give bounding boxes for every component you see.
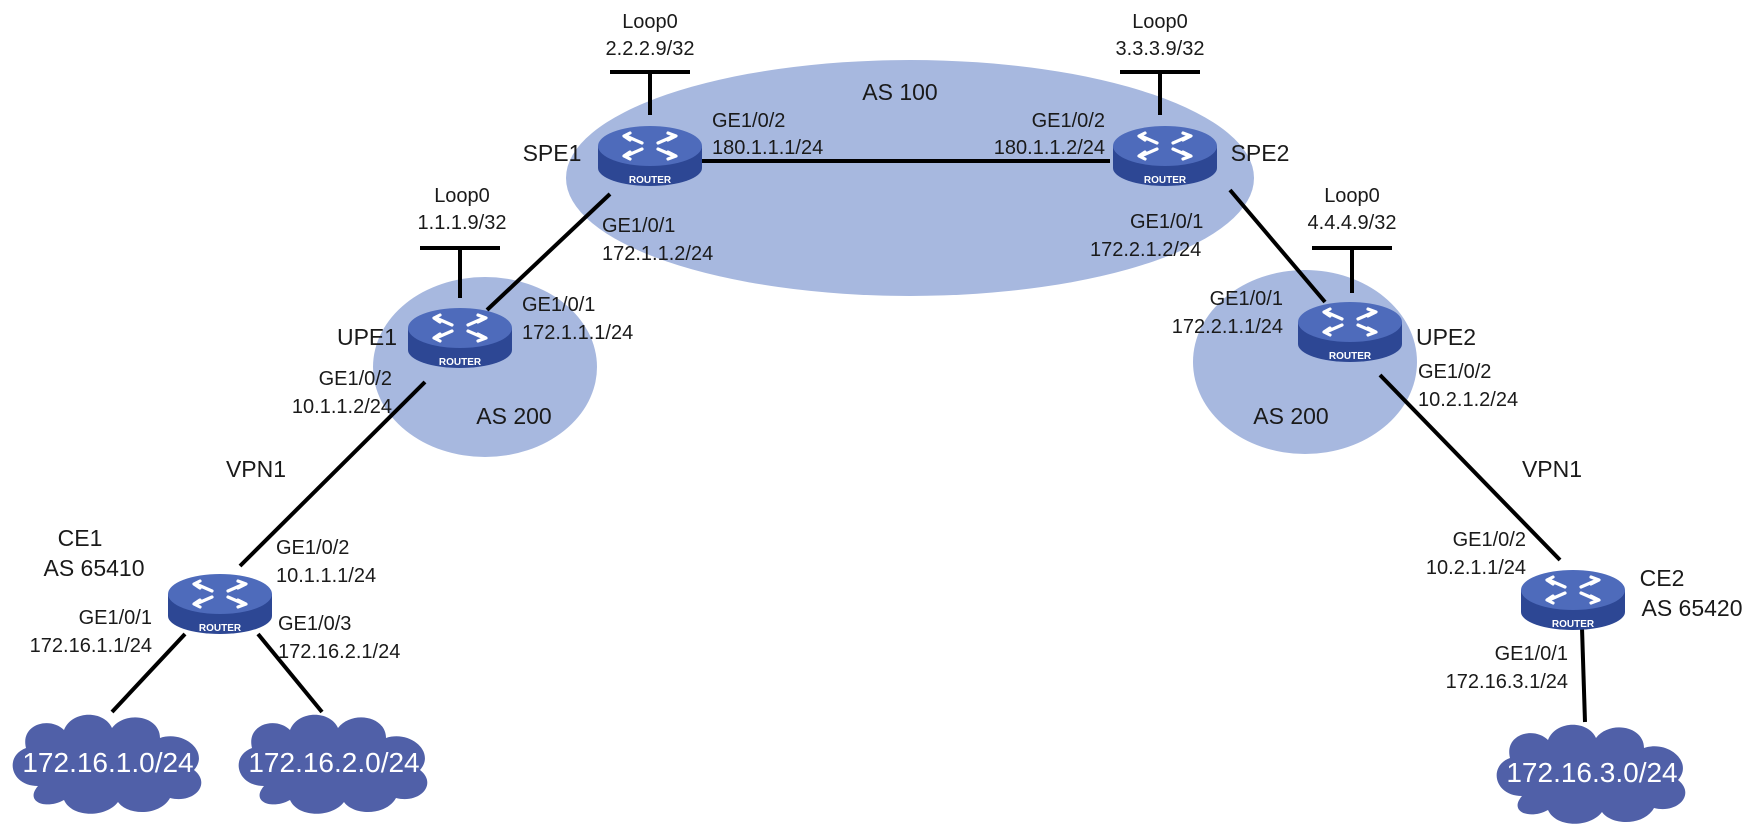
iface-ce2-ge102-ip: 10.2.1.1/24 — [1426, 557, 1526, 579]
iface-ce1-ge102-ip: 10.1.1.1/24 — [276, 565, 376, 587]
loopback-upe2-address: 4.4.4.9/32 — [1308, 212, 1397, 234]
iface-spe2-ge102-port: GE1/0/2 — [1032, 110, 1105, 132]
link-spe1-upe1 — [485, 192, 612, 312]
loopback-spe2-address: 3.3.3.9/32 — [1116, 38, 1205, 60]
svg-text:172.16.3.0/24: 172.16.3.0/24 — [1506, 757, 1677, 788]
loopback-upe2-label: Loop0 — [1324, 185, 1380, 207]
router-ce1-icon[interactable]: ROUTER — [166, 572, 274, 636]
router-ce2-icon[interactable]: ROUTER — [1519, 568, 1627, 632]
iface-ce1-ge103-port: GE1/0/3 — [278, 613, 351, 635]
router-name-upe1: UPE1 — [337, 324, 397, 350]
svg-text:ROUTER: ROUTER — [439, 357, 482, 368]
link-upe2-ce2 — [1378, 373, 1562, 562]
iface-upe2-ge102-port: GE1/0/2 — [1418, 361, 1491, 383]
as100-region — [566, 60, 1254, 296]
router-upe2-icon[interactable]: ROUTER — [1296, 300, 1404, 364]
router-name-spe1: SPE1 — [523, 140, 582, 166]
iface-spe1-ge102-ip: 180.1.1.1/24 — [712, 137, 823, 159]
iface-ce2-ge102-port: GE1/0/2 — [1453, 529, 1526, 551]
router-as-ce1: AS 65410 — [43, 555, 144, 581]
router-spe1-icon[interactable]: ROUTER — [596, 124, 704, 188]
iface-spe1-ge102-port: GE1/0/2 — [712, 110, 785, 132]
iface-spe2-ge101-port: GE1/0/1 — [1130, 211, 1203, 233]
iface-upe2-ge102-ip: 10.2.1.2/24 — [1418, 389, 1518, 411]
link-upe1-ce1 — [238, 380, 427, 568]
iface-spe1-ge101-port: GE1/0/1 — [602, 215, 675, 237]
svg-text:172.16.1.0/24: 172.16.1.0/24 — [22, 747, 193, 778]
iface-upe2-ge101-ip: 172.2.1.1/24 — [1172, 316, 1283, 338]
svg-text:ROUTER: ROUTER — [1552, 619, 1595, 630]
iface-ce2-ge101-ip: 172.16.3.1/24 — [1446, 671, 1568, 693]
loopback-spe1-address: 2.2.2.9/32 — [606, 38, 695, 60]
router-name-ce2: CE2 — [1640, 565, 1685, 591]
iface-spe1-ge101-ip: 172.1.1.2/24 — [602, 243, 713, 265]
vpn-right-label: VPN1 — [1522, 456, 1582, 482]
iface-upe1-ge101-ip: 172.1.1.1/24 — [522, 322, 633, 344]
loopback-spe1-label: Loop0 — [622, 11, 678, 33]
iface-ce1-ge101-port: GE1/0/1 — [79, 607, 152, 629]
as200-left-label: AS 200 — [476, 403, 551, 429]
iface-ce1-ge103-ip: 172.16.2.1/24 — [278, 641, 400, 663]
svg-text:ROUTER: ROUTER — [629, 175, 672, 186]
router-as-ce2: AS 65420 — [1641, 595, 1742, 621]
loopback-upe1-address: 1.1.1.9/32 — [418, 212, 507, 234]
svg-text:ROUTER: ROUTER — [1329, 351, 1372, 362]
iface-spe2-ge101-ip: 172.2.1.2/24 — [1090, 239, 1201, 261]
iface-upe2-ge101-port: GE1/0/1 — [1210, 288, 1283, 310]
svg-text:ROUTER: ROUTER — [199, 623, 242, 634]
router-name-ce1: CE1 — [58, 525, 103, 551]
link-ce1-net2 — [256, 632, 324, 714]
svg-text:172.16.2.0/24: 172.16.2.0/24 — [248, 747, 419, 778]
link-spe2-upe2 — [1228, 188, 1327, 304]
iface-upe1-ge102-port: GE1/0/2 — [319, 368, 392, 390]
network-cloud-1: 172.16.1.0/24 — [12, 714, 202, 814]
iface-upe1-ge101-port: GE1/0/1 — [522, 294, 595, 316]
router-name-upe2: UPE2 — [1416, 324, 1476, 350]
link-ce1-net1 — [110, 632, 187, 714]
svg-text:ROUTER: ROUTER — [1144, 175, 1187, 186]
loopback-spe2-label: Loop0 — [1132, 11, 1188, 33]
iface-upe1-ge102-ip: 10.1.1.2/24 — [292, 396, 392, 418]
router-name-spe2: SPE2 — [1231, 140, 1290, 166]
vpn-left-label: VPN1 — [226, 456, 286, 482]
network-cloud-2: 172.16.2.0/24 — [238, 714, 428, 814]
as200-right-label: AS 200 — [1253, 403, 1328, 429]
router-spe2-icon[interactable]: ROUTER — [1111, 124, 1219, 188]
iface-ce2-ge101-port: GE1/0/1 — [1495, 643, 1568, 665]
router-upe1-icon[interactable]: ROUTER — [406, 306, 514, 370]
iface-ce1-ge101-ip: 172.16.1.1/24 — [30, 635, 152, 657]
loopback-upe1-label: Loop0 — [434, 185, 490, 207]
iface-spe2-ge102-ip: 180.1.1.2/24 — [994, 137, 1105, 159]
as100-label: AS 100 — [862, 79, 937, 105]
iface-ce1-ge102-port: GE1/0/2 — [276, 537, 349, 559]
link-ce2-net3 — [1580, 627, 1587, 723]
network-cloud-3: 172.16.3.0/24 — [1496, 724, 1686, 824]
